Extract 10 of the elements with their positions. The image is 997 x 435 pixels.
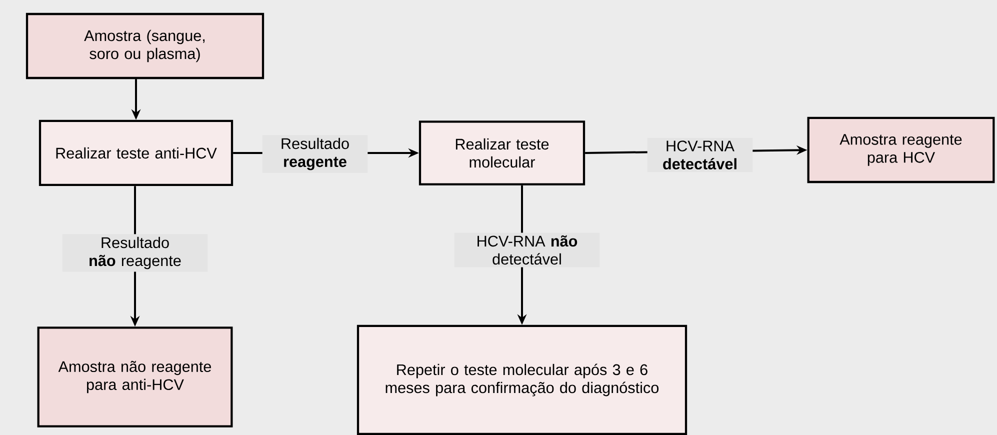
process-box: Amostra reagente para HCV (807, 116, 995, 184)
process-box: Amostra (sangue, soro ou plasma) (26, 12, 264, 80)
process-box: Realizar teste molecular (418, 120, 586, 186)
edge-label: Resultado reagente (262, 135, 368, 173)
process-box: Repetir o teste molecular após 3 e 6 meses para confirmação do diagnóstico (356, 324, 688, 435)
edge-label: HCV-RNA detectável (647, 138, 753, 172)
process-box: Amostra não reagente para anti-HCV (37, 326, 233, 428)
edge-label: Resultado não reagente (62, 234, 208, 272)
process-box: Realizar teste anti-HCV (38, 120, 234, 186)
edge-label: HCV-RNA não detectável (454, 232, 600, 268)
